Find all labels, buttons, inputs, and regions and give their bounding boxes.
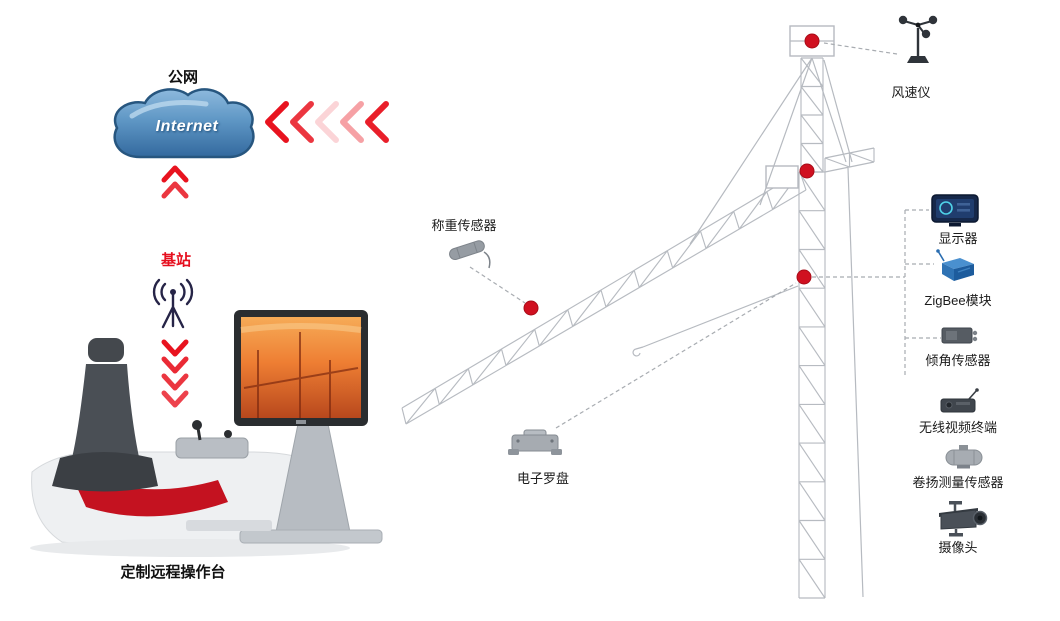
anemometer-label: 风速仪 <box>891 85 931 100</box>
device-label: ZigBee模块 <box>924 293 992 308</box>
internet-cloud-icon <box>113 88 255 159</box>
weight-sensor-marker <box>523 300 539 316</box>
device-label: 倾角传感器 <box>925 353 991 368</box>
mast-sensor-marker <box>796 269 812 285</box>
sensor-markers <box>523 33 820 316</box>
horizontal-link-chevrons <box>265 101 389 143</box>
leader-lines <box>469 42 941 429</box>
device-label: 显示器 <box>938 231 978 246</box>
uplink-chevrons <box>161 165 189 199</box>
base-station-antenna-icon <box>152 278 194 329</box>
operator-console-illustration <box>30 310 383 557</box>
tower-crane-details <box>632 25 864 598</box>
weight-sensor-icon <box>444 236 494 272</box>
weight-sensor-label: 称重传感器 <box>431 218 497 233</box>
public-network-label: 公网 <box>167 69 198 86</box>
anemometer-icon <box>896 14 942 66</box>
downlink-chevrons <box>161 339 189 408</box>
compass-label: 电子罗盘 <box>516 471 569 486</box>
wireless-video-terminal-icon <box>938 388 982 416</box>
base-station-label: 基站 <box>160 252 191 269</box>
camera-icon <box>934 500 990 538</box>
compass-icon <box>508 428 562 458</box>
zigbee-module-icon <box>934 248 978 284</box>
device-label: 卷扬测量传感器 <box>912 475 1004 490</box>
internet-label: Internet <box>155 118 219 135</box>
tower-crane-truss <box>401 57 875 599</box>
monitor-icon <box>930 194 982 228</box>
device-label: 摄像头 <box>938 540 978 555</box>
device-label: 无线视频终端 <box>918 420 997 435</box>
anemometer-marker <box>804 33 820 49</box>
slewing-marker <box>799 163 815 179</box>
hoist-measure-sensor-icon <box>942 442 986 472</box>
console-label: 定制远程操作台 <box>120 564 226 581</box>
tilt-sensor-icon <box>940 322 980 348</box>
